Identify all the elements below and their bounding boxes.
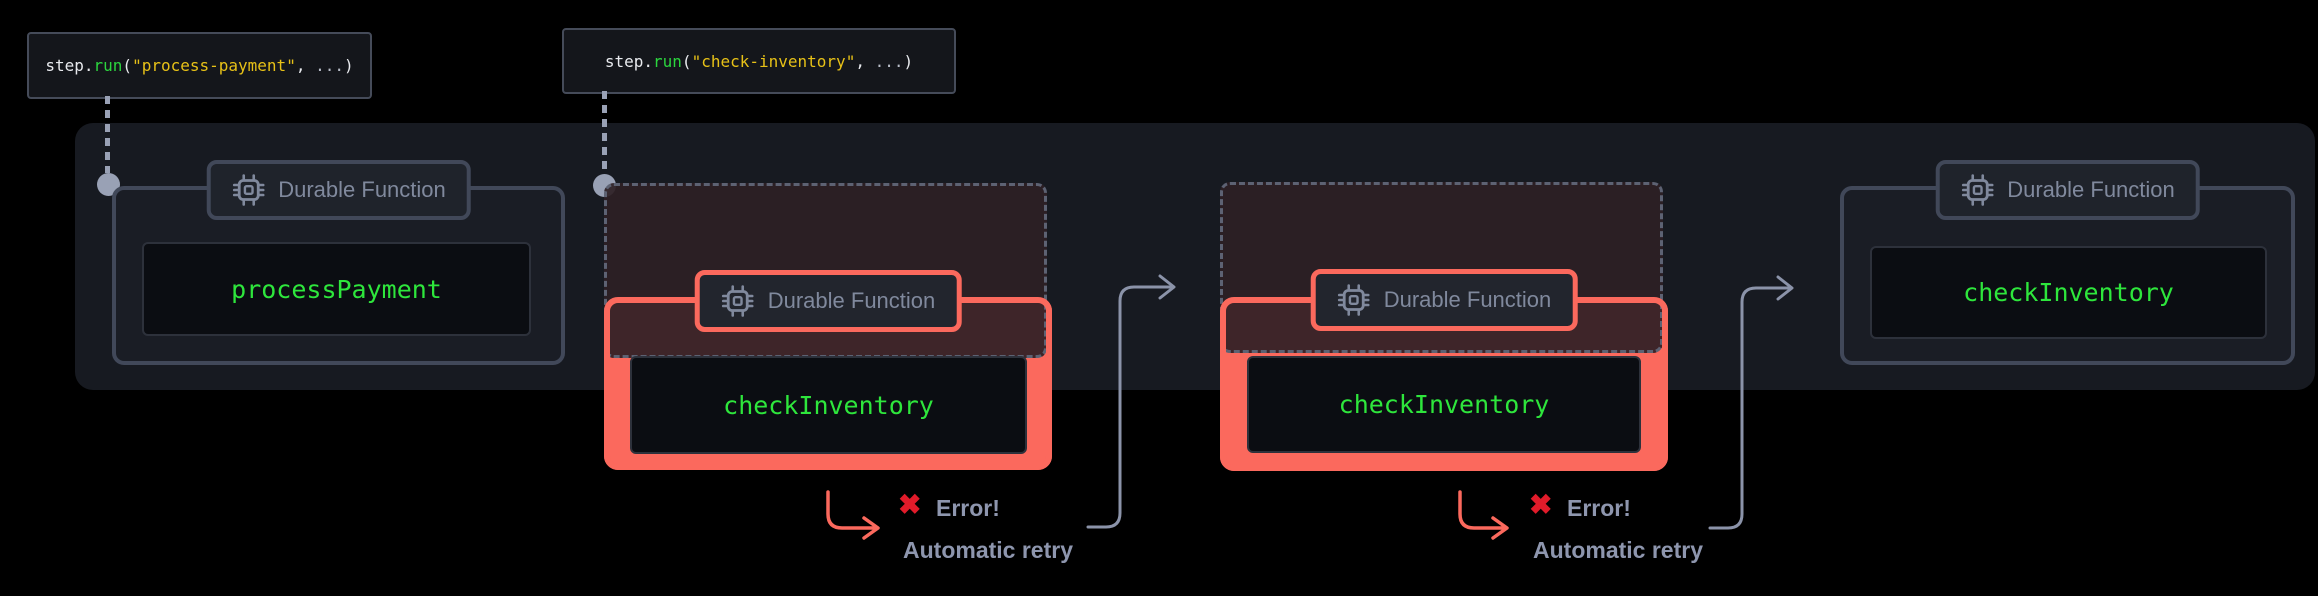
code-token: , — [855, 51, 865, 71]
code-token: , — [295, 56, 306, 75]
durable-function-error-group: Durable Function checkInventory — [604, 183, 1052, 471]
badge-label: Durable Function — [767, 288, 936, 313]
automatic-retry-label: Automatic retry — [1533, 537, 1703, 563]
cpu-chip-icon — [232, 174, 265, 206]
error-elbow-arrow — [826, 490, 880, 540]
function-name-box: checkInventory — [1870, 246, 2267, 339]
durable-function-badge: Durable Function — [694, 270, 962, 332]
durable-function-error-group: Durable Function checkInventory — [1220, 182, 1668, 471]
function-name-box: processPayment — [142, 242, 531, 336]
function-name: checkInventory — [723, 390, 934, 420]
cpu-chip-icon — [1337, 284, 1370, 316]
cpu-chip-icon — [721, 285, 754, 317]
badge-label: Durable Function — [278, 177, 446, 202]
callout-connector-dashed-line — [105, 96, 110, 173]
function-name-box: checkInventory — [1247, 356, 1641, 453]
badge-label: Durable Function — [1383, 287, 1552, 312]
code-token: ) — [344, 56, 354, 75]
durable-function-card: Durable Function checkInventory — [1840, 160, 2295, 365]
function-name: processPayment — [231, 274, 442, 304]
code-token: step — [604, 51, 644, 71]
durable-function-card: Durable Function processPayment — [112, 160, 565, 365]
function-name: checkInventory — [1963, 278, 2174, 307]
error-label: Error! — [936, 495, 1000, 521]
code-token: "process-payment" — [132, 56, 296, 75]
code-callout-process-payment: step.run("process-payment", ...) — [27, 32, 372, 99]
code-token: run — [93, 56, 123, 75]
durable-function-badge: Durable Function — [1935, 160, 2200, 220]
code-token: "check-inventory" — [691, 51, 856, 71]
callout-connector-dashed-line — [602, 91, 607, 174]
function-name: checkInventory — [1338, 390, 1550, 419]
code-token: step — [45, 56, 84, 75]
durable-function-badge: Durable Function — [1310, 269, 1578, 331]
code-token: . — [643, 51, 654, 71]
cpu-chip-icon — [1961, 174, 1994, 206]
code-token: ) — [903, 51, 914, 71]
function-name-box: checkInventory — [630, 356, 1027, 454]
code-token: ... — [864, 51, 904, 71]
code-token: ( — [122, 56, 133, 75]
error-elbow-arrow — [1458, 490, 1509, 540]
durable-function-badge: Durable Function — [206, 160, 471, 220]
error-x-icon: ✖ — [898, 489, 922, 520]
error-label: Error! — [1567, 495, 1631, 521]
code-callout-check-inventory: step.run("check-inventory", ...) — [562, 28, 956, 94]
code-token: ... — [305, 56, 344, 75]
code-token: ( — [681, 51, 692, 71]
error-x-icon: ✖ — [1529, 489, 1553, 520]
code-token: . — [83, 56, 94, 75]
automatic-retry-label: Automatic retry — [903, 537, 1073, 563]
badge-label: Durable Function — [2007, 177, 2175, 202]
code-token: run — [653, 51, 682, 71]
